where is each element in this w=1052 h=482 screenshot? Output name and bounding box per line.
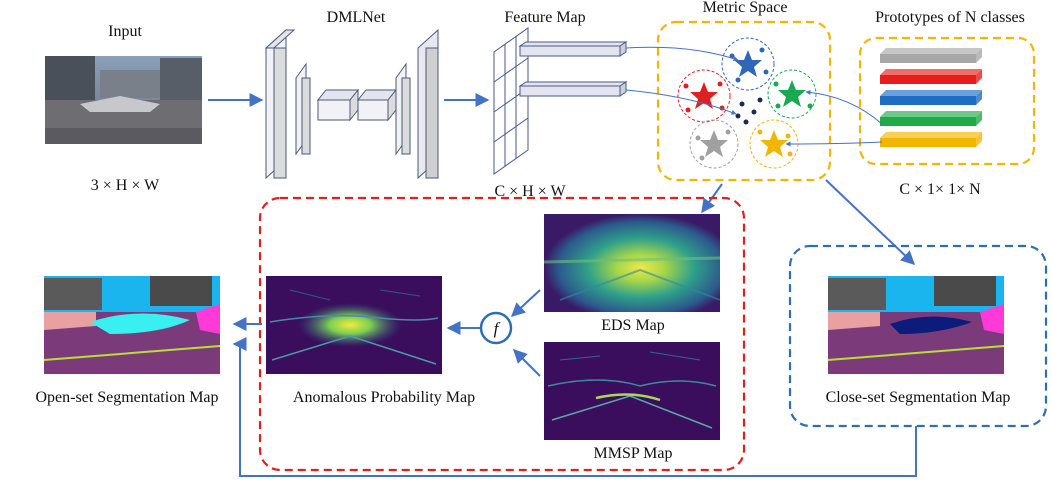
openset-map-image xyxy=(43,276,221,374)
arrow-mmsp-to-fusion xyxy=(513,349,541,377)
input-dims: 3 × H × W xyxy=(91,177,160,194)
prototype-bar xyxy=(880,48,982,63)
prototypes-title: Prototypes of N classes xyxy=(875,9,1025,26)
prototypes-box xyxy=(858,36,1036,166)
arrow-closeset-to-openset xyxy=(232,337,917,477)
metric-space-clusters xyxy=(677,37,817,169)
prototype-bar xyxy=(880,90,982,105)
prototype-bars xyxy=(880,48,982,147)
feature-map-title: Feature Map xyxy=(504,9,585,26)
arrow-proto-to-metric-2 xyxy=(785,141,883,147)
metric-space-box xyxy=(656,20,832,182)
fusion-symbol: f xyxy=(494,319,501,338)
mmsp-map-label: MMSP Map xyxy=(594,445,673,462)
fusion-node xyxy=(479,311,513,345)
dmlnet-title: DMLNet xyxy=(327,9,386,26)
anomalous-map-image xyxy=(266,276,442,374)
closeset-region-box xyxy=(788,244,1048,428)
dmlnet-network xyxy=(264,28,439,180)
closeset-label: Close-set Segmentation Map xyxy=(826,389,1011,406)
anomaly-region-box xyxy=(258,196,746,472)
eds-map-label: EDS Map xyxy=(601,317,665,334)
arrow-eds-to-fusion xyxy=(510,289,541,317)
arrow-feature-to-metric-2 xyxy=(625,89,737,115)
prototype-dims: C × 1× 1× N xyxy=(899,181,981,198)
arrow-metric-to-closeset xyxy=(825,179,916,265)
prototype-bar xyxy=(880,132,982,147)
anomalous-map-label: Anomalous Probability Map xyxy=(293,389,475,406)
closeset-map-image xyxy=(827,276,1005,374)
metric-space-title: Metric Space xyxy=(703,0,788,16)
arrow-feature-to-metric-1 xyxy=(625,46,739,61)
eds-map-image xyxy=(543,214,721,312)
input-image xyxy=(45,56,202,144)
prototype-bar xyxy=(880,111,982,126)
feature-dims: C × H × W xyxy=(494,183,566,200)
openset-label: Open-set Segmentation Map xyxy=(35,389,218,406)
mmsp-map-image xyxy=(544,342,720,440)
prototype-bar xyxy=(880,69,982,84)
input-title: Input xyxy=(108,23,142,40)
arrow-proto-to-metric-1 xyxy=(805,89,883,125)
feature-vectors xyxy=(518,41,628,97)
